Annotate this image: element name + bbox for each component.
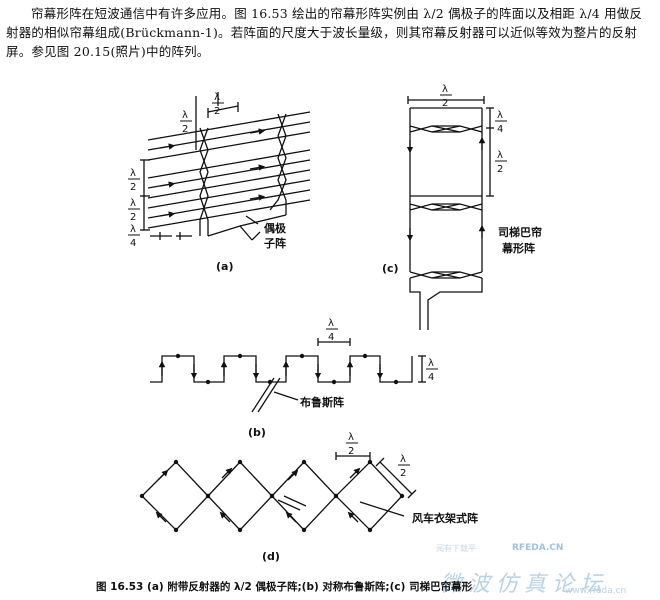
panel-d-label: (d) [262,550,280,563]
svg-text:λ: λ [214,92,220,103]
svg-text:λ: λ [348,432,354,443]
svg-text:λ: λ [328,318,334,329]
intro-paragraph: 帘幕形阵在短波通信中有许多应用。图 16.53 绘出的帘幕形阵实例由 λ/2 偶… [6,6,643,59]
frac-b-right: λ 4 [426,358,438,383]
panel-a-label: (a) [216,260,233,273]
frac-a-left-2: λ 2 [128,198,140,223]
sterba-label-2: 幕形阵 [501,241,535,255]
frac-a-mid: λ 2 [180,110,192,135]
panel-d-drawing [141,452,417,531]
frac-a-quarter: λ 4 [128,224,140,249]
svg-text:λ: λ [428,358,434,369]
svg-text:4: 4 [328,332,334,343]
dipole-label-1: 偶极 [264,221,287,235]
panel-c-label: (c) [382,262,399,275]
watermark-url: www.rfeda.cn [565,586,627,596]
svg-text:λ: λ [442,84,448,95]
svg-text:4: 4 [497,124,503,135]
frac-d-1: λ 2 [346,432,358,457]
frac-a-left-1: λ 2 [128,168,140,193]
svg-text:2: 2 [130,182,136,193]
svg-text:λ: λ [130,168,136,179]
svg-text:2: 2 [400,468,406,479]
windmill-label: 风车衣架式阵 [412,511,478,525]
bruce-label: 布鲁斯阵 [300,395,344,409]
svg-text:4: 4 [130,238,136,249]
svg-text:λ: λ [497,150,503,161]
dipole-label-2: 子阵 [264,236,286,250]
frac-b-top: λ 4 [326,318,338,343]
svg-text:2: 2 [348,446,354,457]
svg-text:2: 2 [442,98,448,109]
frac-d-2: λ 2 [398,454,410,479]
watermark-slogan: 阅有下载平 [436,544,476,553]
svg-text:2: 2 [214,106,220,117]
watermark-main: 微波仿真论坛 [440,572,609,597]
frac-a-top: λ 2 [212,92,224,117]
frac-c-top: λ 2 [440,84,452,109]
frac-c-quarter: λ 4 [495,110,507,135]
svg-text:2: 2 [130,212,136,223]
svg-text:2: 2 [497,164,503,175]
svg-text:2: 2 [182,124,188,135]
sterba-label-1: 司梯巴帘 [498,225,542,239]
svg-text:λ: λ [497,110,503,121]
svg-text:λ: λ [182,110,188,121]
panel-b-drawing [150,338,426,413]
svg-text:λ: λ [130,198,136,209]
panel-c-drawing [406,96,494,330]
svg-text:λ: λ [130,224,136,235]
figure-caption: 图 16.53 (a) 附带反射器的 λ/2 偶极子阵;(b) 对称布鲁斯阵;(… [96,581,473,593]
frac-c-half: λ 2 [495,150,507,175]
panel-a-drawing [140,92,311,241]
svg-text:λ: λ [400,454,406,465]
svg-text:4: 4 [428,372,434,383]
watermark-brand: RFEDA.CN [512,543,564,553]
panel-b-label: (b) [248,426,266,439]
